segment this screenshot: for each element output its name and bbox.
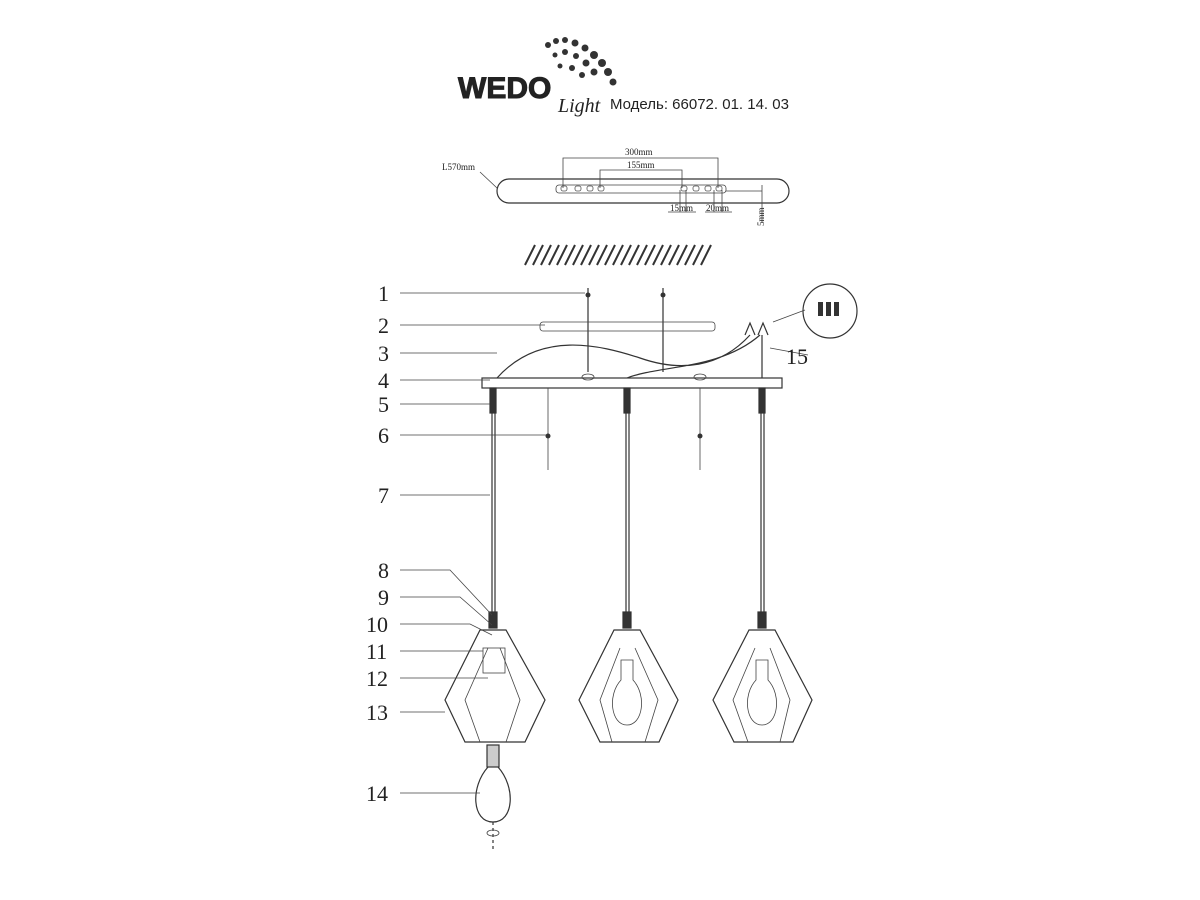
- part-label-1: 1: [378, 281, 389, 306]
- part-labels: [400, 292, 809, 794]
- canopy-top-view: L570mm 300mm 155mm 15mm 20mm 5mm: [442, 147, 790, 226]
- part-label-4: 4: [378, 368, 389, 393]
- part-label-5: 5: [378, 392, 389, 417]
- inner-span-dimension: 155mm: [627, 160, 655, 170]
- part-label-13: 13: [366, 700, 388, 725]
- part-label-14: 14: [366, 781, 388, 806]
- wedo-light-logo: WEDO Light: [458, 37, 617, 117]
- part-label-2: 2: [378, 313, 389, 338]
- slot-b-dimension: 20mm: [706, 203, 729, 213]
- part-label-12: 12: [366, 666, 388, 691]
- part-label-7: 7: [378, 483, 389, 508]
- part-label-10: 10: [366, 612, 388, 637]
- part-label-6: 6: [378, 423, 389, 448]
- part-label-3: 3: [378, 341, 389, 366]
- length-dimension: L570mm: [442, 162, 475, 172]
- slot-a-dimension: 15mm: [670, 203, 693, 213]
- thickness-dimension: 5mm: [756, 207, 766, 226]
- outer-span-dimension: 300mm: [625, 147, 653, 157]
- logo-sub-text: Light: [557, 95, 601, 117]
- part-label-15: 15: [786, 344, 808, 369]
- bulb: [475, 744, 511, 850]
- part-label-8: 8: [378, 558, 389, 583]
- part-label-11: 11: [366, 639, 387, 664]
- logo-brand-text: WEDO: [458, 72, 551, 105]
- fixture-assembly: [444, 283, 858, 850]
- glass-shades: [444, 629, 813, 743]
- part-label-9: 9: [378, 585, 389, 610]
- model-number: Модель: 66072. 01. 14. 03: [610, 96, 789, 113]
- logo-swirl-dots: [545, 37, 617, 86]
- ceiling-hatch: [524, 244, 712, 266]
